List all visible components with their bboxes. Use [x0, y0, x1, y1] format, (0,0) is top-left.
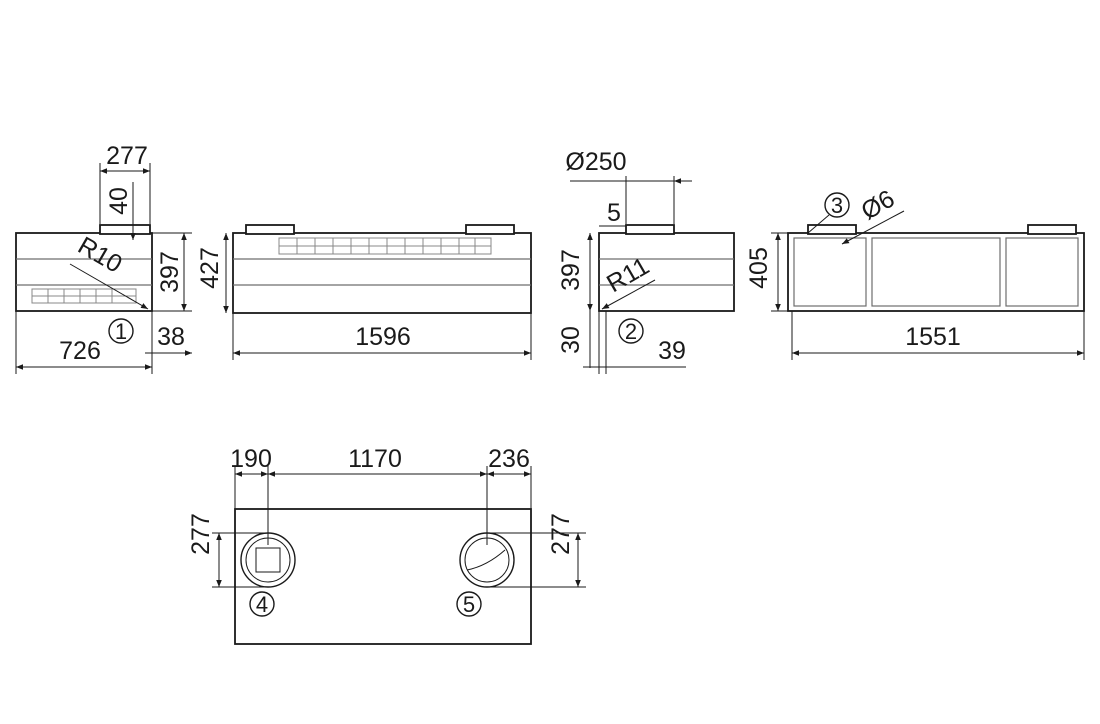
callout-4: [249, 591, 275, 617]
rear-body: [787, 232, 1085, 312]
end-view: Ø250 5 397 R11 2 30 39: [557, 148, 735, 374]
front-depth-label: 726: [59, 337, 101, 365]
rear-panel-middle: [871, 237, 1001, 307]
rear-panel-left: [793, 237, 867, 307]
top-left-label: 190: [230, 445, 272, 473]
callout-4-label: 4: [256, 592, 268, 617]
callout-1-label: 1: [115, 319, 127, 344]
side-view: 427 1596: [196, 224, 532, 360]
rear-panel-right: [1005, 237, 1079, 307]
top-middle-label: 1170: [348, 445, 402, 473]
callout-5: [456, 591, 482, 617]
side-height-label: 427: [196, 247, 224, 289]
top-right-label: 236: [488, 445, 530, 473]
front-top-width-label: 277: [106, 142, 148, 170]
top-spigot-right-label: 277: [547, 513, 575, 555]
callout-5-label: 5: [463, 592, 475, 617]
side-grille: [278, 237, 492, 255]
rear-view: 405 3 Ø6 1551: [745, 185, 1085, 360]
top-view: 4 5 190 1170 236 277 277: [187, 445, 586, 645]
top-spigot-left-label: 277: [187, 513, 215, 555]
callout-2: [618, 318, 644, 344]
front-offset-label: 38: [157, 323, 185, 351]
front-height-label: 397: [156, 251, 184, 293]
front-grille: [31, 288, 137, 304]
callout-2-label: 2: [625, 319, 637, 344]
rear-length-label: 1551: [905, 323, 961, 351]
end-bottom-label: 30: [557, 326, 585, 354]
end-offset-label: 5: [607, 199, 621, 227]
end-height-label: 397: [557, 249, 585, 291]
end-offset2-label: 39: [658, 337, 686, 365]
callout-3-label: 3: [831, 193, 843, 218]
front-stub-height-label: 40: [105, 187, 133, 215]
front-view: 277 40 397 R10 1 726 38: [15, 142, 192, 374]
callout-3: [824, 192, 850, 218]
end-diameter-label: Ø250: [565, 148, 626, 176]
rear-height-label: 405: [745, 247, 773, 289]
front-spigot: [99, 224, 151, 235]
rear-diameter-label: Ø6: [857, 185, 900, 226]
side-length-label: 1596: [355, 323, 411, 351]
callout-1: [108, 318, 134, 344]
side-body: [232, 232, 532, 314]
